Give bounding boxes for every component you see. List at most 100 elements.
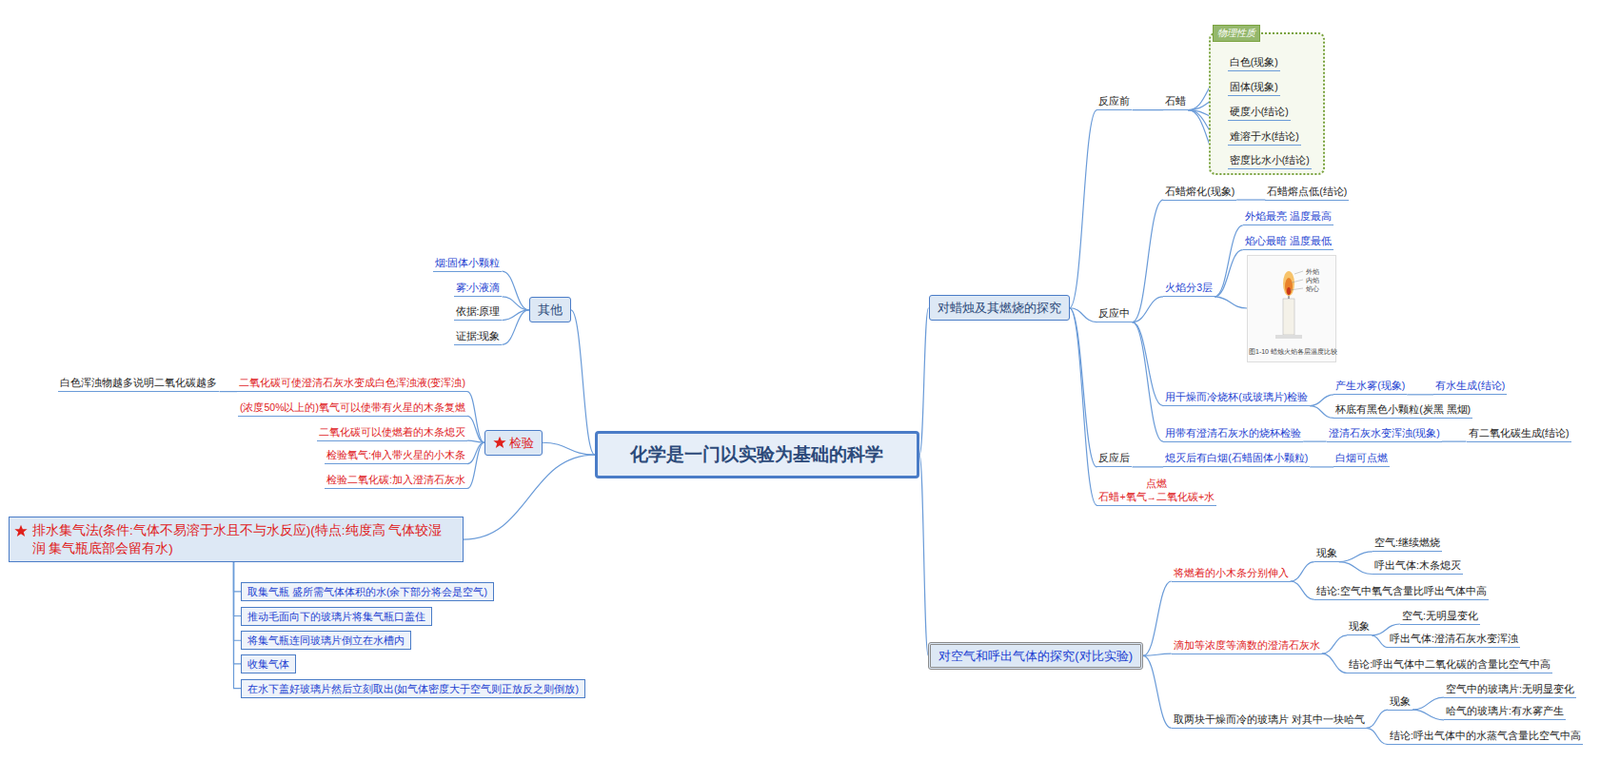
branch-connector	[542, 442, 595, 455]
topic-text: 石蜡熔化(现象)	[1165, 184, 1235, 198]
branch-connector	[1371, 635, 1388, 649]
topic-text: 空气中的玻璃片:无明显变化	[1445, 682, 1575, 696]
branch-connector	[501, 310, 529, 345]
subtopic: 固体(现象)	[1227, 79, 1281, 97]
subtopic: 杯底有黑色小颗粒(炭黑 黑烟)	[1333, 401, 1473, 419]
topic-text: 哈气的玻璃片:有水雾产生	[1445, 704, 1564, 718]
figure-branch	[1214, 296, 1247, 309]
candle-body	[1283, 298, 1295, 336]
topic-text: 石蜡	[1165, 94, 1186, 108]
star-shape	[493, 436, 506, 449]
subtopic: 熄灭后有白烟(石蜡固体小颗粒)	[1163, 450, 1310, 468]
topic-text: 白色(现象)	[1229, 55, 1279, 69]
subtopic: 点燃石蜡+氧气→二氧化碳+水	[1096, 475, 1217, 507]
topic-text: 产生水雾(现象)	[1335, 378, 1405, 393]
topic-text: 依据:原理	[455, 304, 501, 318]
branch-connector	[1143, 581, 1172, 656]
subtopic: 用干燥而冷烧杯(或玻璃片)检验	[1163, 389, 1310, 407]
topic-text: 有二氧化碳生成(结论)	[1468, 426, 1570, 440]
topic-text: 反应后	[1098, 451, 1130, 465]
branch-connector	[233, 562, 241, 641]
topic-text: 在水下盖好玻璃片然后立刻取出(如气体密度大于空气则正放反之则倒放)	[247, 682, 579, 696]
topic-text: 空气:无明显变化	[1402, 609, 1479, 623]
flame-label: 内焰	[1305, 276, 1320, 285]
subtopic: 依据:原理	[454, 303, 503, 321]
branch-connector	[467, 440, 485, 443]
topic-text: 难溶于水(结论)	[1229, 129, 1300, 143]
branch-connector	[1441, 441, 1467, 443]
topic-text: 二氧化碳可以使燃着的木条熄灭	[318, 425, 466, 439]
topic-text: (浓度50%以上的)氧气可以使带有火星的木条复燃	[239, 400, 466, 415]
subtopic: 结论:空气中氧气含量比呼出气体中高	[1314, 583, 1489, 601]
branch-connector	[467, 442, 485, 489]
flame-label: 外焰	[1305, 268, 1320, 277]
step-box: 在水下盖好玻璃片然后立刻取出(如气体密度大于空气则正放反之则倒放)	[240, 679, 586, 699]
branch-box: 对空气和呼出气体的探究(对比实验)	[928, 642, 1144, 671]
subtopic: 证据:现象	[454, 328, 503, 346]
subtopic: 硬度小(结论)	[1227, 103, 1291, 121]
subtopic: 澄清石灰水变浑浊(现象)	[1326, 425, 1442, 443]
step-box: 取集气瓶 盛所需气体体积的水(余下部分将会是空气)	[240, 582, 494, 602]
topic-text: 现象	[1316, 546, 1338, 560]
subtopic: 烟:固体小颗粒	[433, 255, 503, 273]
topic-text: 密度比水小(结论)	[1229, 153, 1310, 167]
topic-text: 雾:小液滴	[455, 280, 501, 295]
topic-text: 将燃着的小木条分别伸入	[1173, 566, 1289, 580]
subtopic: 将燃着的小木条分别伸入	[1171, 565, 1291, 583]
branch-connector	[463, 454, 595, 540]
subtopic: 现象	[1387, 693, 1413, 712]
boundary-group: 物理性质白色(现象)固体(现象)硬度小(结论)难溶于水(结论)密度比水小(结论)	[1208, 32, 1324, 176]
group-heading: 物理性质	[1212, 24, 1261, 42]
topic-text: 用干燥而冷烧杯(或玻璃片)检验	[1165, 390, 1308, 404]
branch-connector	[1322, 635, 1347, 654]
subtopic: 反应后	[1096, 450, 1132, 468]
subtopic: 反应前	[1096, 93, 1132, 111]
branch-connector	[1290, 562, 1315, 582]
topic-text: 杯底有黑色小颗粒(炭黑 黑烟)	[1335, 402, 1471, 416]
topic-text: 二氧化碳可使澄清石灰水变成白色浑浊液(变浑浊)	[238, 375, 466, 390]
subtopic: 呼出气体:木条熄灭	[1372, 557, 1463, 575]
branch-connector	[1131, 322, 1164, 442]
topic-text: 将集气瓶连同玻璃片倒立在水槽内	[247, 633, 405, 648]
star-icon	[493, 435, 507, 450]
flame-core	[1286, 287, 1291, 296]
topic-text: 取集气瓶 盛所需气体体积的水(余下部分将会是空气)	[247, 585, 488, 599]
branch-connector	[467, 392, 485, 444]
topic-text: 用带有澄清石灰水的烧杯检验	[1165, 426, 1302, 440]
subtopic: 焰心最暗 温度最低	[1243, 233, 1334, 251]
topic-text: 硬度小(结论)	[1229, 104, 1289, 119]
branch-connector	[501, 271, 529, 311]
topic-text: 白烟可点燃	[1335, 451, 1388, 465]
branch-connector	[1366, 710, 1388, 729]
subtopic: 有二氧化碳生成(结论)	[1466, 425, 1572, 443]
branch-connector	[1069, 308, 1098, 506]
topic-text: 点燃	[1098, 476, 1215, 491]
branch-connector	[571, 310, 595, 455]
branch-connector	[1236, 198, 1265, 200]
subtopic: 检验氧气:伸入带火星的小木条	[324, 447, 468, 465]
flame-label: 焰心	[1305, 285, 1320, 294]
subtopic: 外焰最亮 温度最高	[1243, 208, 1334, 226]
topic-text: 检验二氧化碳:加入澄清石灰水	[326, 473, 466, 487]
topic-text: 白色浑浊物越多说明二氧化碳越多	[59, 375, 218, 390]
subtopic: 检验二氧化碳:加入澄清石灰水	[324, 472, 468, 490]
topic-text: 呼出气体:木条熄灭	[1374, 558, 1462, 573]
star-shape	[14, 525, 27, 537]
branch-connector	[1069, 110, 1098, 309]
branch-connector	[1131, 466, 1164, 468]
topic-text: 结论:呼出气体中二氧化碳的含量比空气中高	[1348, 657, 1551, 672]
leader-line	[1289, 288, 1304, 291]
topic-text: 有水生成(结论)	[1435, 378, 1505, 393]
branch-connector	[1069, 308, 1098, 468]
subtopic: 呼出气体:澄清石灰水变浑浊	[1387, 631, 1521, 649]
subtopic: 石蜡熔化(现象)	[1163, 183, 1237, 201]
subtopic: 用带有澄清石灰水的烧杯检验	[1163, 425, 1304, 443]
candle-base	[1275, 335, 1303, 339]
subtopic: 空气:无明显变化	[1400, 608, 1481, 626]
subtopic: 难溶于水(结论)	[1227, 128, 1302, 146]
subtopic: 现象	[1314, 545, 1340, 563]
topic-text: 固体(现象)	[1229, 79, 1279, 94]
topic-text: 收集气体	[247, 657, 290, 672]
subtopic: 火焰分3层	[1163, 279, 1215, 297]
